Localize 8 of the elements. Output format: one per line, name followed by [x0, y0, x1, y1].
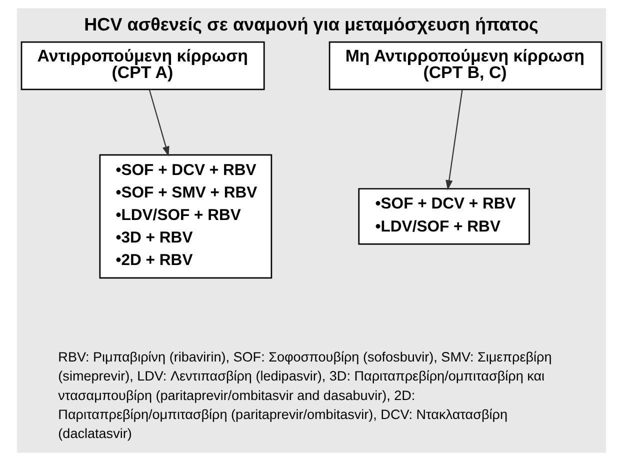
- node-box: Μη Αντιρροπούμενη κίρρωση (CPT B, C): [328, 41, 602, 90]
- node-box: •SOF + DCV + RBV •LDV/SOF + RBV: [358, 188, 530, 245]
- node-box: •SOF + DCV + RBV •SOF + SMV + RBV •LDV/SOF + RBV •3D + RBV •2D + RBV: [99, 154, 272, 279]
- diagram-title: HCV ασθενείς σε αναμονή για μεταμόσχευση ήπατος: [84, 14, 538, 35]
- arrow: [148, 90, 170, 157]
- node-box: Αντιρροπούμενη κίρρωση (CPT A): [20, 41, 265, 90]
- caption: RBV: Ριμπαβιρίνη (ribavirin), SOF: Σοφοσπουβίρη (sofosbuvir), SMV: Σιμεπρεβίρη (simeprevir), LDV: Λεντιπασβίρη (ledipasvir), 3D: Παριταπρεβίρη/ομπιτασβίρη και ντασαμπουβίρη (paritaprevir/ombitasvir and dasabuvir), 2D: Παριταπρεβίρη/ομπιτασβίρη (paritaprevir/ombitasvir), DCV: Ντακλατασβίρη (daclatasvir): [58, 350, 552, 442]
- arrow: [446, 90, 463, 190]
